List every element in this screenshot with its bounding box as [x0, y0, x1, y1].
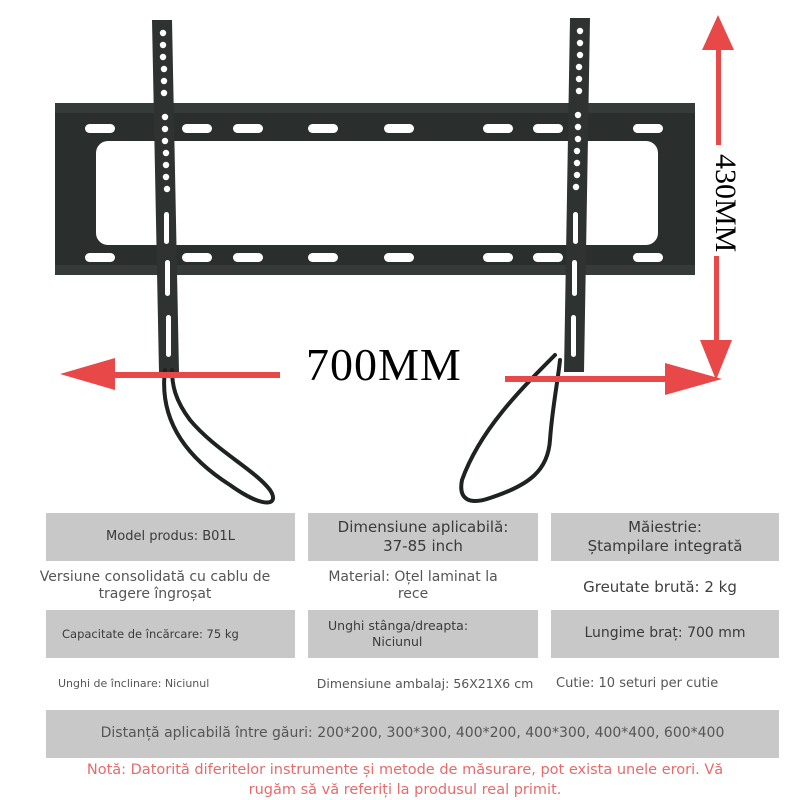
- height-dimension-label: 430MM: [708, 150, 742, 257]
- spec-swivel-angle-line1: Unghi stânga/dreapta:: [328, 618, 469, 634]
- spec-craftsmanship-line1: Măiestrie:: [628, 518, 702, 537]
- height-arrow: [700, 15, 734, 380]
- spec-load-capacity-text: Capacitate de încărcare: 75 kg: [62, 626, 239, 641]
- spec-box-quantity-text: Cutie: 10 seturi per cutie: [556, 675, 719, 691]
- spec-craftsmanship-line2: Ștampilare integrată: [587, 537, 743, 555]
- spec-package-size-text: Dimensiune ambalaj: 56X21X6 cm: [316, 676, 534, 692]
- left-arm: [152, 20, 179, 372]
- width-dimension-label: 700MM: [300, 338, 468, 391]
- spec-box-quantity: Cutie: 10 seturi per cutie: [556, 673, 736, 695]
- spec-gross-weight: Greutate brută: 2 kg: [560, 575, 760, 599]
- spec-arm-length-text: Lungime braț: 700 mm: [584, 625, 746, 642]
- pull-straps: [162, 353, 562, 505]
- measurement-note-line1: Notă: Datorită diferitelor instrumente ș…: [86, 762, 724, 778]
- spec-tilt-angle: Unghi de înclinare: Niciunul: [58, 673, 258, 695]
- spec-swivel-angle-line2: Niciunul: [372, 634, 423, 649]
- width-arrow: [60, 358, 722, 395]
- spec-model: Model produs: B01L: [46, 513, 295, 561]
- spec-package-size: Dimensiune ambalaj: 56X21X6 cm: [310, 673, 540, 695]
- spec-applicable-size-line2: 37-85 inch: [383, 537, 463, 555]
- spec-arm-length: Lungime braț: 700 mm: [551, 610, 779, 658]
- spec-hole-distance-text: Distanță aplicabilă între găuri: 200*200…: [100, 725, 725, 742]
- measurement-note: Notă: Datorită diferitelor instrumente ș…: [20, 760, 790, 800]
- spec-material-line2: rece: [397, 586, 429, 602]
- measurement-note-line2: rugăm să vă referiți la produsul real pr…: [248, 782, 562, 798]
- spec-applicable-size: Dimensiune aplicabilă: 37-85 inch: [308, 513, 538, 561]
- spec-version-line2: tragere îngroșat: [98, 586, 212, 602]
- spec-tilt-angle-text: Unghi de înclinare: Niciunul: [58, 677, 210, 691]
- spec-gross-weight-text: Greutate brută: 2 kg: [583, 577, 737, 596]
- mount-frame: [55, 103, 695, 275]
- spec-version: Versiune consolidată cu cablu de tragere…: [30, 566, 280, 606]
- right-arm: [564, 18, 590, 372]
- spec-load-capacity: Capacitate de încărcare: 75 kg: [46, 610, 295, 658]
- spec-craftsmanship: Măiestrie: Ștampilare integrată: [551, 513, 779, 561]
- spec-swivel-angle: Unghi stânga/dreapta: Niciunul: [308, 610, 538, 658]
- spec-applicable-size-line1: Dimensiune aplicabilă:: [337, 518, 509, 537]
- spec-version-line1: Versiune consolidată cu cablu de: [39, 568, 271, 585]
- spec-material-line1: Material: Oțel laminat la: [328, 568, 498, 585]
- product-image: [55, 15, 734, 505]
- spec-model-text: Model produs: B01L: [106, 528, 235, 544]
- spec-material: Material: Oțel laminat la rece: [308, 566, 518, 606]
- spec-hole-distance: Distanță aplicabilă între găuri: 200*200…: [46, 710, 779, 758]
